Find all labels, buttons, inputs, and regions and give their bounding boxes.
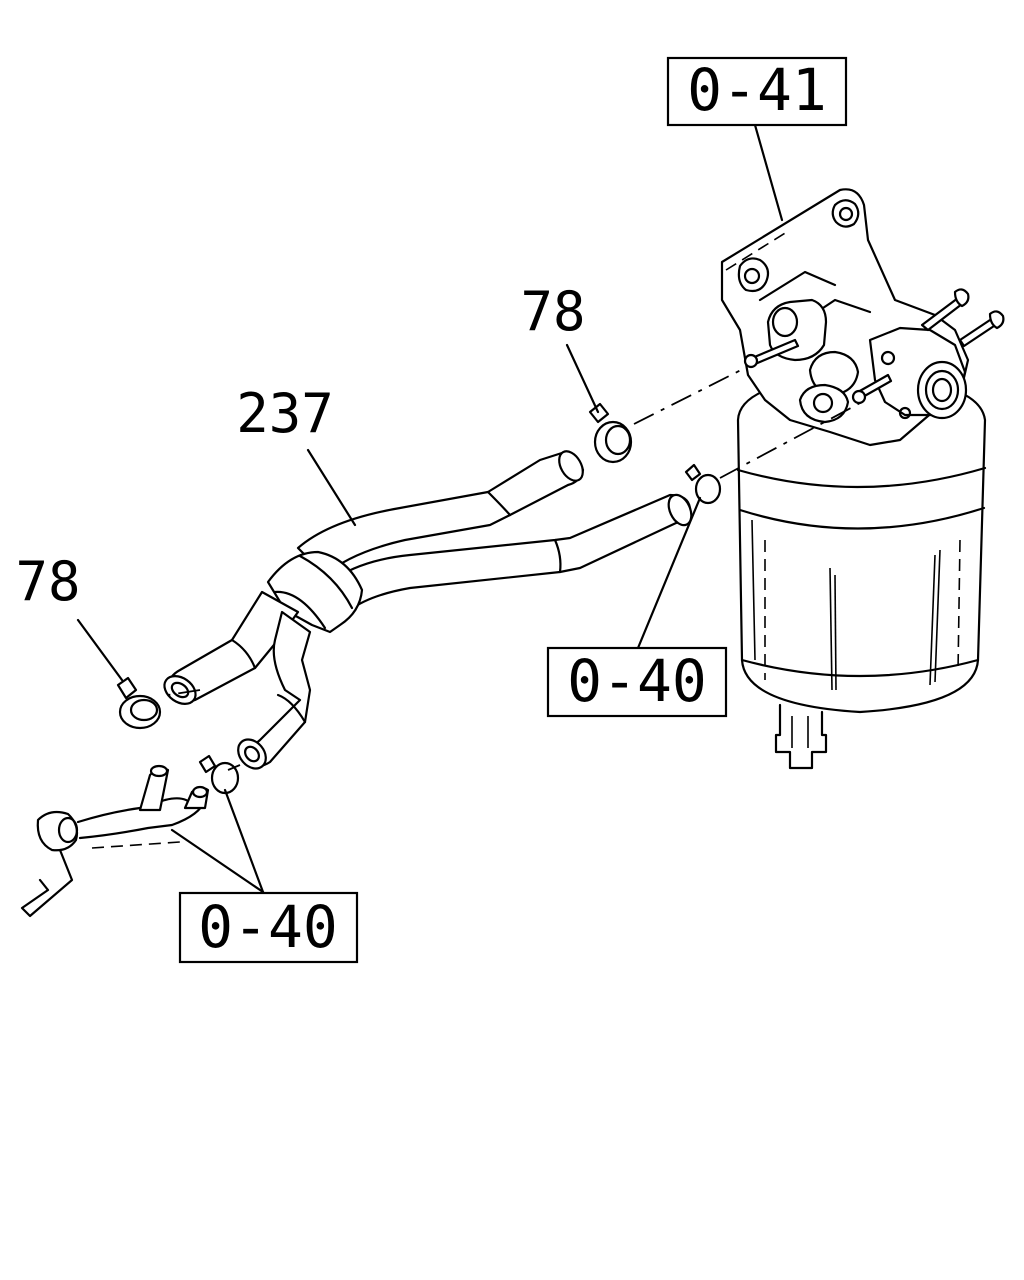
callout-0-40-bottom[interactable]: 0-40 [178, 891, 359, 964]
clamp-upper [588, 402, 633, 464]
callout-0-40-bottom-text: 0-40 [198, 893, 338, 961]
callout-237[interactable]: 237 [236, 382, 334, 445]
clamp-mid [684, 463, 722, 505]
centerline-mid [719, 401, 863, 479]
leader-78-upper [565, 343, 600, 414]
clamp-left [116, 676, 162, 730]
leader-0-40-mid [636, 496, 702, 650]
fuel-pipe-bracket [20, 764, 210, 918]
fuel-filter-assembly [720, 188, 1005, 770]
callout-0-40-mid[interactable]: 0-40 [546, 646, 728, 718]
leader-237 [306, 448, 357, 527]
leader-78-left [76, 618, 124, 682]
fuel-hose-assembly [163, 450, 693, 770]
centerline-upper [633, 367, 746, 425]
clamp-bottom [198, 754, 240, 795]
callout-78-left[interactable]: 78 [15, 550, 80, 613]
leader-0-41 [753, 123, 784, 222]
centerline-bottom [227, 764, 241, 771]
centerline-left [167, 689, 201, 696]
callout-78-upper[interactable]: 78 [520, 280, 585, 343]
leader-0-40-bottom-b [170, 828, 265, 894]
callout-0-40-mid-text: 0-40 [567, 647, 707, 715]
callout-0-41-text: 0-41 [687, 56, 827, 124]
leader-0-40-bottom-a [223, 788, 265, 894]
callout-0-41[interactable]: 0-41 [666, 56, 848, 127]
